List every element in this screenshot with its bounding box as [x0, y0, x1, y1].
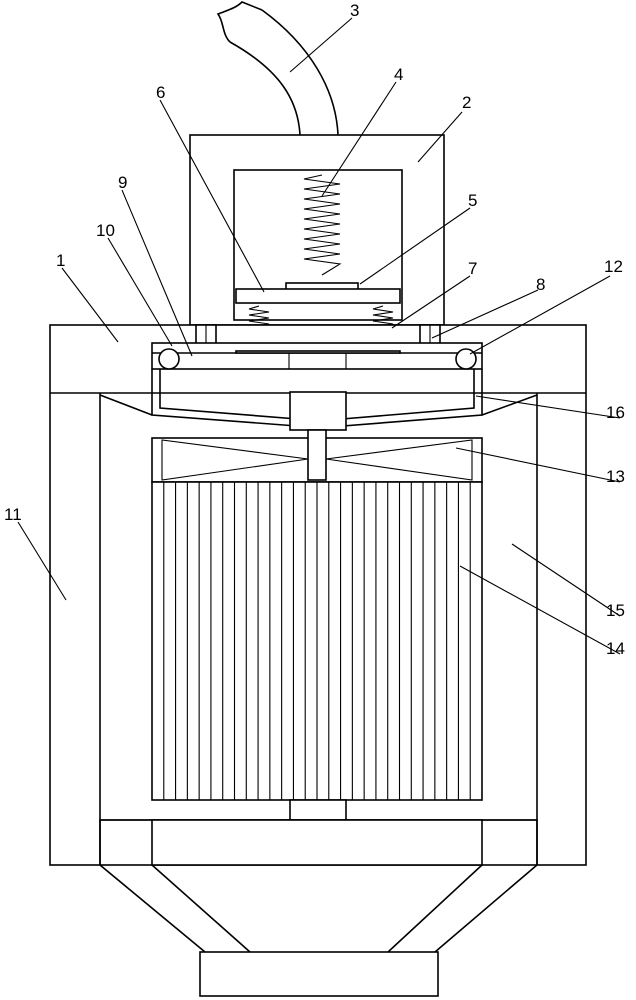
part-labels: 1 2 3 4 5 6 7 8 9 10 11 12 13 14 15 16 [4, 1, 625, 658]
label-14: 14 [606, 639, 625, 658]
label-2: 2 [462, 93, 471, 112]
inclined-arms-part-16 [99, 369, 538, 431]
spring-part-4 [303, 174, 342, 276]
impeller-part-13 [151, 429, 483, 483]
plate-part-6 [235, 288, 401, 304]
label-12: 12 [604, 257, 623, 276]
cross-plate-part-9 [151, 342, 483, 370]
label-16: 16 [606, 403, 625, 422]
hose-part-3 [216, 1, 339, 136]
label-13: 13 [606, 467, 625, 486]
label-6: 6 [156, 83, 165, 102]
leader-lines [17, 17, 621, 655]
label-8: 8 [536, 275, 545, 294]
filter-core-part-14 [151, 481, 483, 821]
label-1: 1 [56, 251, 65, 270]
label-7: 7 [468, 259, 477, 278]
label-11: 11 [4, 505, 22, 524]
label-4: 4 [394, 65, 403, 84]
label-10: 10 [96, 221, 115, 240]
hopper [99, 819, 538, 997]
label-5: 5 [468, 191, 477, 210]
label-9: 9 [118, 173, 127, 192]
label-3: 3 [350, 1, 359, 20]
label-15: 15 [606, 601, 625, 620]
